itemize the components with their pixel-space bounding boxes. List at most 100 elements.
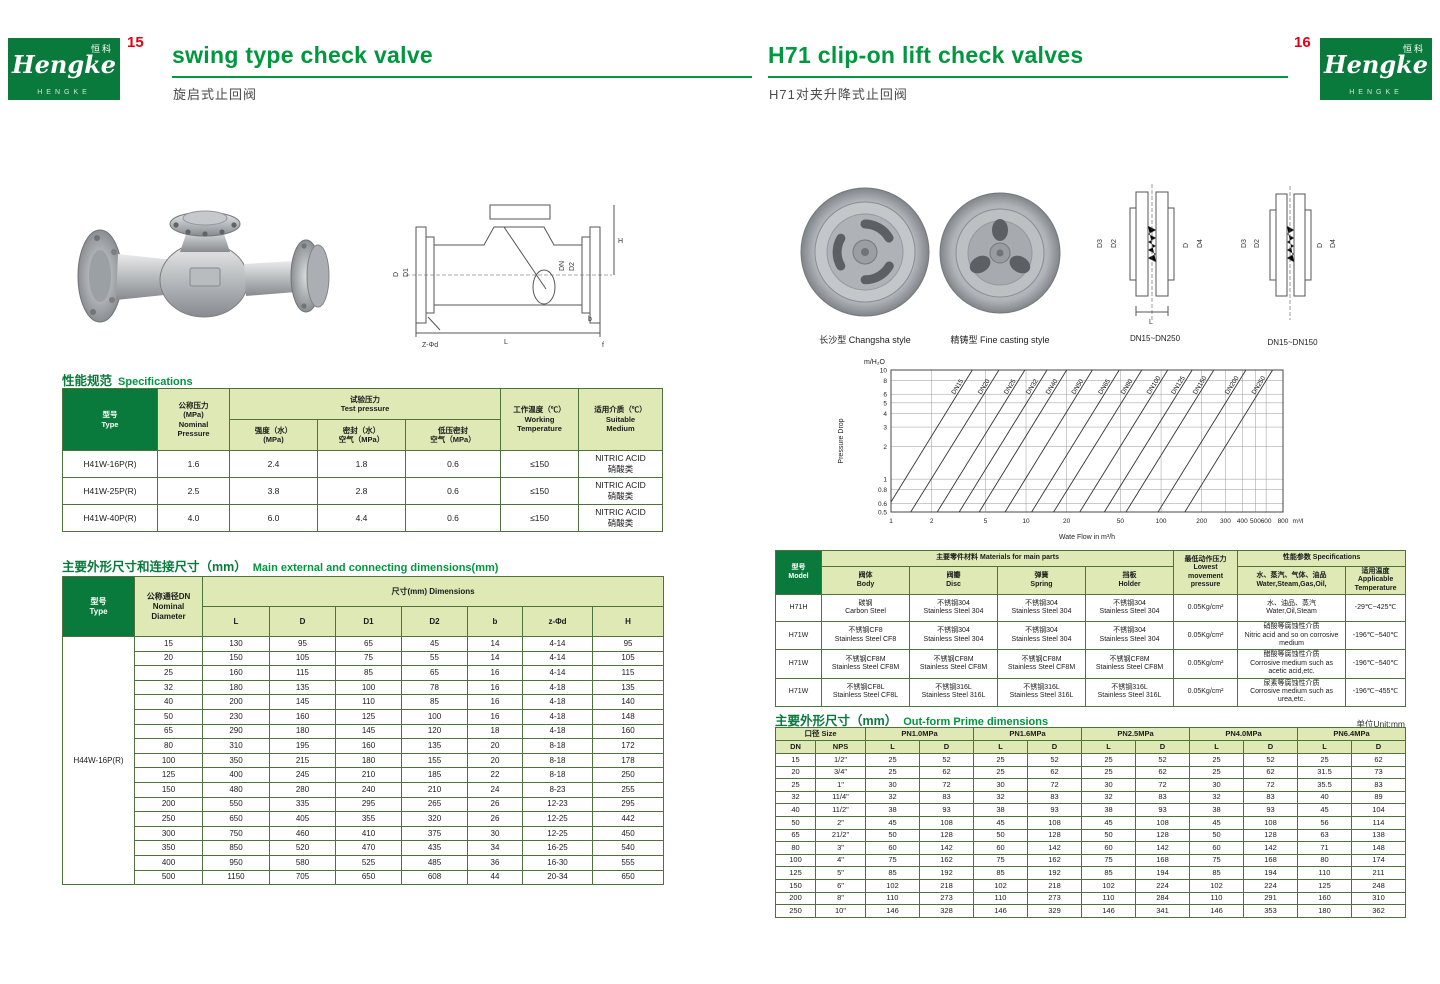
table-cell: 16-30	[522, 854, 593, 871]
table-cell: 25	[1297, 753, 1352, 767]
photo1-caption: 长沙型 Changsha style	[819, 335, 911, 345]
table-cell: 650	[202, 811, 270, 827]
table-cell: 102	[1189, 878, 1244, 893]
table-cell: 75	[1189, 853, 1244, 868]
page-subtitle-left: 旋启式止回阀	[173, 87, 258, 102]
wafer-valve-drawing-2: D3 D2 D D4	[1241, 186, 1337, 320]
logo-cn-text: 恒科	[1402, 44, 1425, 54]
table-cell: 162	[919, 853, 974, 868]
table-cell: 4-18	[522, 708, 593, 725]
table-cell: 45	[1189, 815, 1244, 830]
table-cell: 310	[1351, 891, 1406, 906]
col-header-pressure: 公称压力 (MPa) Nominal Pressure	[157, 388, 230, 451]
table-cell: 350	[134, 840, 203, 856]
table-cell: 104	[1351, 803, 1406, 817]
table-cell: 130	[202, 636, 270, 652]
table-cell: 85	[1189, 866, 1244, 880]
table-cell: 850	[202, 840, 270, 856]
table-cell: 160	[269, 708, 336, 725]
dim-label-l: L	[1149, 319, 1153, 326]
page-title-right: H71 clip-on lift check valves	[768, 42, 1084, 68]
table-cell: 192	[919, 866, 974, 880]
table-cell: 16	[467, 665, 523, 681]
dimensions-table: 型号 Type 公称通径DN Nominal Diameter 尺寸(mm) D…	[62, 576, 665, 886]
table-cell: 73	[1351, 765, 1406, 780]
col-header-d: D	[1027, 740, 1082, 754]
table-cell: 83	[919, 790, 974, 805]
table-cell: 93	[919, 803, 974, 817]
plot-frame	[890, 369, 1284, 513]
table-cell: 65	[335, 636, 402, 652]
table-cell: 168	[1243, 853, 1298, 868]
dim-label-d: D	[1183, 243, 1190, 248]
col-header-dn: 公称通径DN Nominal Diameter	[134, 576, 203, 637]
table-cell: 45	[401, 636, 468, 652]
col-header-lowseal: 低压密封 空气（MPa）	[404, 419, 502, 451]
logo-sub-text: HENGKE	[1349, 89, 1403, 96]
col-header-l: L	[973, 740, 1028, 754]
unit-note: 单位Unit:mm	[1356, 719, 1405, 729]
table-cell: 273	[919, 891, 974, 906]
table-cell: 705	[269, 869, 336, 886]
table-cell: 碳钢 Carbon Steel	[821, 594, 910, 623]
dn-curve	[978, 370, 1068, 512]
dn-curve	[1004, 370, 1093, 512]
table-cell: H41W-16P(R)	[62, 450, 158, 478]
col-header-seal: 密封（水） 空气（MPa）	[317, 419, 406, 451]
table-cell: 20	[467, 752, 523, 769]
table-cell: 291	[1243, 891, 1298, 906]
table-cell: 138	[1351, 828, 1406, 843]
y-tick-label: 6	[883, 392, 887, 399]
column-header: D	[269, 606, 336, 637]
table-cell: -196℃~540℃	[1345, 649, 1407, 679]
table-cell: 8-18	[522, 738, 593, 754]
col-header-d: D	[919, 740, 974, 754]
table-cell: 350	[202, 752, 270, 769]
col-header-pn40: PN4.0MPa	[1189, 727, 1298, 741]
table-cell: 62	[919, 765, 974, 780]
table-cell: 52	[1135, 753, 1190, 767]
table-cell: 4-18	[522, 679, 593, 696]
dim-label-zd: Z-Φd	[422, 342, 438, 349]
y-tick-label: 5	[883, 400, 887, 407]
outform-heading-cn: 主要外形尺寸（mm）	[775, 714, 898, 728]
table-cell: 155	[401, 752, 468, 769]
y-tick-label: 0.6	[878, 501, 887, 508]
table-cell: 750	[202, 825, 270, 842]
table-cell: 25	[134, 665, 203, 681]
table-cell: 950	[202, 854, 270, 871]
table-cell: 20	[467, 738, 523, 754]
table-cell: 80	[775, 841, 816, 855]
table-cell: 62	[1027, 765, 1082, 780]
table-cell: 40	[1297, 790, 1352, 805]
table-cell: 31.5	[1297, 765, 1352, 780]
table-cell: 56	[1297, 815, 1352, 830]
fine-casting-style-valve-photo	[939, 192, 1061, 314]
table-cell: 335	[269, 796, 336, 813]
table-cell: 200	[202, 694, 270, 710]
dn-curve	[1053, 370, 1143, 512]
table-cell: 32	[1081, 790, 1136, 805]
table-cell: 0.6	[404, 450, 502, 478]
table-cell: 25	[865, 765, 920, 780]
table-cell: 180	[269, 723, 336, 740]
table-cell: 32	[865, 790, 920, 805]
table-cell: 25	[865, 753, 920, 767]
page-subtitle-right: H71对夹升降式止回阀	[769, 87, 908, 102]
table-cell: 3"	[815, 841, 866, 855]
table-cell: 50	[134, 708, 203, 725]
table-cell: 72	[1243, 778, 1298, 792]
table-cell: 341	[1135, 904, 1190, 918]
table-cell: 60	[1081, 841, 1136, 855]
table-cell: 442	[591, 811, 665, 827]
dim-label-d3: D3	[1241, 239, 1248, 248]
table-cell: 180	[335, 752, 402, 769]
table-cell: 95	[269, 636, 336, 652]
table-cell: 230	[202, 708, 270, 725]
